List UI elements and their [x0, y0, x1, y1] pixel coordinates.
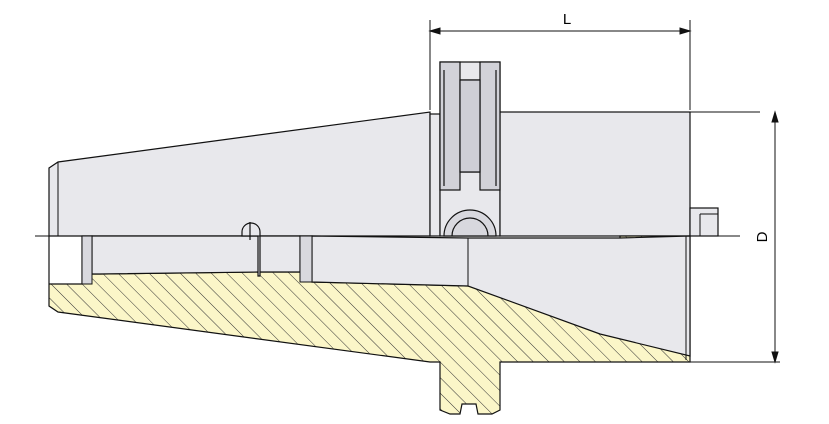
lower-section: [48, 235, 691, 415]
key-slot: [443, 209, 497, 237]
flange-groove: [439, 61, 501, 191]
end-nut: [689, 207, 719, 237]
upper-body: [48, 61, 719, 237]
upper-details: [57, 111, 760, 236]
taper-shank: [48, 111, 431, 237]
dimension-l-label: L: [563, 11, 571, 28]
inner-bore-2: [311, 235, 691, 357]
cylinder-body: [499, 111, 691, 237]
inner-bore: [91, 235, 301, 275]
pin: [241, 222, 261, 277]
dimension-d-label: D: [754, 231, 771, 242]
dimension-d: [771, 110, 779, 364]
dimension-l: [428, 20, 692, 110]
flange-front: [429, 113, 441, 237]
